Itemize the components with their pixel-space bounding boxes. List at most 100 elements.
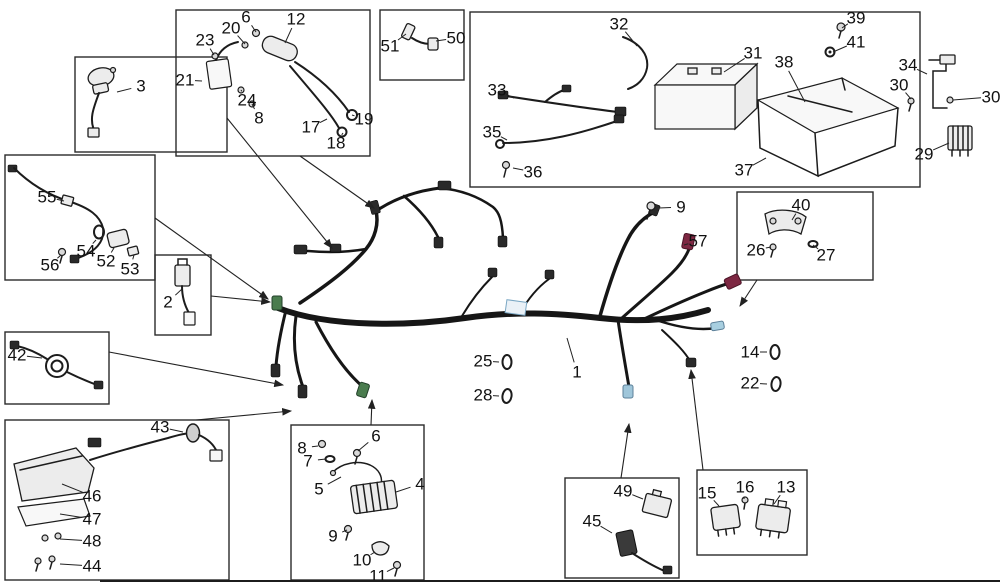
leader-line-5 [327,476,342,485]
detail-box-9 [4,419,230,581]
callout-29: 29 [915,145,934,164]
callout-53: 53 [121,260,140,279]
reference-arrow [226,117,333,249]
leader-line-53 [132,254,135,260]
reference-arrow [688,368,704,471]
callout-18: 18 [327,134,346,153]
callout-50: 50 [447,29,466,48]
leader-line-48 [59,538,83,541]
callout-30: 30 [890,76,909,95]
leader-line-32 [624,31,638,47]
battery-strap [622,36,649,90]
callout-17: 17 [302,118,321,137]
leader-line-7 [317,458,327,461]
battery-cable-33 [505,95,619,113]
leader-line-55 [56,198,65,202]
leader-line-51 [397,33,407,41]
detail-box-12 [696,469,808,556]
callout-6: 6 [371,427,380,446]
leader-line-50 [435,38,447,42]
callout-19: 19 [355,110,374,129]
cdi-bracket [17,498,91,527]
detail-box-5 [736,191,874,281]
leader-line-27 [812,244,819,250]
green-connector [356,381,370,399]
callout-36: 36 [524,163,543,182]
leader-line-6 [357,442,369,452]
leader-line-4 [395,486,411,493]
clamp-28 [501,388,513,404]
leader-line-18 [341,132,344,136]
leader-line-8 [311,445,319,448]
callout-45: 45 [583,512,602,531]
detail-box-4 [469,11,921,188]
leader-line-49 [632,494,644,500]
ignition-coil-assembly [205,28,358,138]
callout-34: 34 [899,56,918,75]
callout-37: 37 [735,161,754,180]
detail-box-1 [74,56,228,153]
callout-54: 54 [77,242,96,261]
callout-20: 20 [222,19,241,38]
clamp-14 [769,344,781,360]
harness-label-tag [504,299,528,316]
leader-line-19 [351,114,355,117]
callout-10: 10 [353,551,372,570]
clamp-22 [770,376,782,392]
leader-line-30 [905,92,912,100]
leader-line-20 [237,35,246,45]
callout-16: 16 [736,478,755,497]
callout-11: 11 [369,567,387,585]
blue-connector [622,384,634,399]
leader-line-46 [61,483,83,493]
callout-9: 9 [676,198,685,217]
detail-box-3 [379,9,465,81]
leader-line-23 [209,48,215,56]
detail-box-2 [175,9,371,157]
callout-31: 31 [744,44,763,63]
callout-24: 24 [238,91,257,110]
callout-2: 2 [163,293,172,312]
leader-line-26 [765,246,772,249]
leader-line-41 [832,45,848,53]
leader-line-15 [713,500,720,507]
green-connector [271,295,283,311]
callout-32: 32 [610,15,629,34]
component-29 [947,125,973,157]
callout-8: 8 [297,439,306,458]
leader-line-6 [251,25,257,33]
callout-25: 25 [474,352,493,371]
leader-line-29 [932,142,950,151]
callout-13: 13 [777,478,796,497]
callout-55: 55 [38,188,57,207]
reference-arrow [299,155,375,209]
leader-line-44 [59,563,83,566]
detail-boxes [4,9,921,581]
detail-box-11 [564,477,680,579]
leader-line-56 [57,254,62,259]
callout-44: 44 [83,557,102,576]
leader-line-8 [251,103,255,110]
regulator-assembly [317,439,402,577]
harness-connector [368,199,381,215]
callout-28: 28 [474,386,493,405]
callout-40: 40 [792,196,811,215]
flasher-relay-harness [7,164,140,264]
leader-line-9 [341,529,348,533]
leader-line-34 [916,68,928,75]
leader-line-10 [370,551,376,556]
clamp-10 [371,541,390,556]
callout-5: 5 [314,480,323,499]
reference-arrow [195,407,293,421]
small-parts-50-51 [401,22,439,51]
leader-line-37 [752,157,767,166]
leader-line-35 [500,136,508,141]
grommet-43 [185,423,201,443]
callout-52: 52 [97,252,116,271]
detail-box-7 [154,254,212,336]
callout-27: 27 [817,246,836,265]
leader-line-1 [566,337,575,363]
callout-56: 56 [41,256,60,275]
reference-arrow [108,351,285,388]
